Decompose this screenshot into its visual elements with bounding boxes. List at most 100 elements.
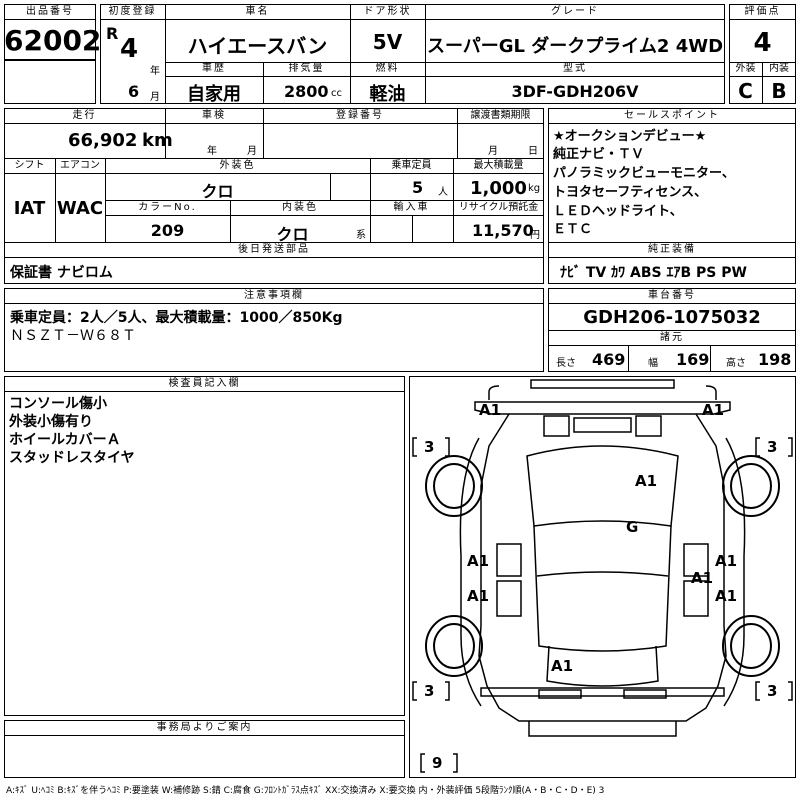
interior-color: クロ	[276, 225, 309, 244]
notes-line: ＮＳＺＴ－Ｗ６８Ｔ	[10, 328, 136, 344]
color-no-label: カラーNo.	[138, 202, 197, 213]
max-load-label: 最大積載量	[473, 160, 524, 171]
car-name: ハイエースバン	[187, 34, 328, 58]
transfer-label: 譲渡書類期限	[470, 110, 531, 121]
import-label: 輸入車	[393, 202, 430, 213]
max-load: 1,000	[470, 178, 527, 199]
inspector-label: 検査員記入欄	[168, 378, 241, 389]
capacity: 5	[412, 178, 424, 197]
fuel-label: 燃料	[375, 63, 400, 74]
exterior-grade: C	[738, 79, 753, 103]
displacement-unit: cc	[331, 88, 342, 99]
damage-mark: A1	[479, 401, 501, 419]
registration-label: 登録番号	[336, 110, 384, 121]
width-value: 169	[676, 350, 710, 369]
vehicle-info-block	[4, 108, 544, 284]
inspection-year-unit: 年	[207, 146, 217, 157]
height-value: 198	[758, 350, 792, 369]
displacement-label: 排気量	[288, 63, 325, 74]
selling-point-line: トヨタセーフティセンス、	[553, 185, 708, 200]
inspector-line: コンソール傷小	[9, 396, 107, 412]
shift: IAT	[13, 198, 46, 219]
lot-box	[4, 4, 96, 60]
height-label: 高さ	[726, 358, 746, 369]
exterior-label: 外装	[735, 63, 756, 74]
interior-color-unit: 系	[356, 230, 366, 241]
damage-mark: A1	[702, 401, 724, 419]
equipment-items: ﾅﾋﾞ TV ｶﾜ ABS ｴｱB PS PW	[560, 265, 747, 281]
inspector-line: 外装小傷有り	[9, 414, 93, 430]
damage-mark: A1	[715, 587, 737, 605]
inspector-line: ホイールカバーＡ	[9, 432, 121, 448]
interior-label: 内装	[769, 63, 789, 74]
length-label: 長さ	[556, 358, 576, 369]
transfer-day-unit: 日	[528, 146, 538, 157]
damage-mark: G	[626, 518, 638, 536]
selling-point-line: ★オークションデビュー★	[553, 129, 707, 144]
ac-label: エアコン	[60, 160, 100, 171]
notes-box	[4, 288, 544, 372]
notes-line: 乗車定員：2人／5人、最大積載量：1000／850Kg	[10, 310, 343, 326]
damage-mark: A1	[635, 472, 657, 490]
color-number: 209	[150, 221, 185, 240]
door-type: 5V	[372, 30, 403, 54]
vehicle-damage-diagram: A1 A1 A1 G A1 A1 A1 A1 A1 A1 3 3 3 3 9	[412, 379, 793, 773]
car-name-label: 車名	[245, 6, 270, 17]
tire-rank-rear-left: 3	[424, 682, 434, 700]
damage-mark: A1	[467, 587, 489, 605]
era: R	[106, 24, 119, 43]
mileage-label: 走行	[72, 110, 97, 121]
selling-point-line: ＬＥＤヘッドライト、	[553, 204, 683, 219]
air-conditioner: WAC	[56, 198, 104, 219]
fuel: 軽油	[369, 84, 406, 105]
tire-rank-spare: 9	[432, 754, 442, 772]
model-label: 型式	[563, 63, 587, 74]
inspection-month-unit: 月	[247, 146, 257, 157]
equipment-label: 純正装備	[648, 244, 696, 255]
score: 4	[753, 28, 772, 58]
capacity-unit: 人	[438, 187, 448, 198]
lot-number: 62002	[4, 24, 102, 57]
door-label: ドア形状	[363, 6, 412, 17]
reg-year: 4	[120, 34, 139, 64]
width-label: 幅	[648, 358, 658, 369]
selling-points-label: セールスポイント	[624, 110, 720, 121]
history: 自家用	[187, 84, 241, 105]
selling-point-line: パノラミックビューモニター、	[553, 166, 735, 181]
damage-mark: A1	[691, 569, 713, 587]
shift-label: シフト	[14, 160, 45, 171]
displacement: 2800	[284, 82, 329, 101]
tire-rank-rear-right: 3	[767, 682, 777, 700]
selling-point-line: ＥＴＣ	[553, 222, 593, 237]
legend: A:ｷｽﾞ U:ﾍｺﾐ B:ｷｽﾞを伴うﾍｺﾐ P:要塗装 W:補修跡 S:錆 …	[6, 786, 605, 796]
capacity-label: 乗車定員	[391, 160, 432, 171]
damage-mark: A1	[551, 657, 573, 675]
inspection-label: 車検	[202, 110, 226, 121]
month-unit: 月	[150, 92, 160, 103]
mileage-unit: km	[142, 130, 173, 151]
interior-color-label: 内装色	[282, 202, 318, 213]
damage-mark: A1	[715, 552, 737, 570]
model: 3DF-GDH206V	[511, 82, 639, 101]
lot-label: 出品番号	[26, 6, 74, 17]
score-label: 評価点	[744, 6, 781, 17]
specs-label: 諸元	[660, 332, 684, 343]
recycle-fee: 11,570	[472, 221, 534, 240]
damage-mark: A1	[467, 552, 489, 570]
mileage: 66,902	[68, 130, 138, 151]
interior-grade: B	[771, 79, 787, 103]
later-parts-label: 後日発送部品	[238, 244, 310, 255]
damage-diagram-box	[409, 376, 796, 778]
tire-rank-front-right: 3	[767, 438, 777, 456]
header-block	[100, 4, 725, 104]
office-box	[4, 720, 405, 778]
inspector-box	[4, 376, 405, 716]
year-unit: 年	[150, 66, 160, 77]
selling-points-box	[548, 108, 796, 284]
grade-label: グレード	[551, 6, 599, 17]
grade: スーパーGL ダークプライム2 4WD	[426, 36, 724, 57]
color-label: 外装色	[219, 160, 256, 171]
office-label: 事務局よりご案内	[156, 722, 253, 733]
selling-point-line: 純正ナビ・ＴＶ	[553, 147, 645, 162]
lot-blank	[4, 60, 96, 104]
